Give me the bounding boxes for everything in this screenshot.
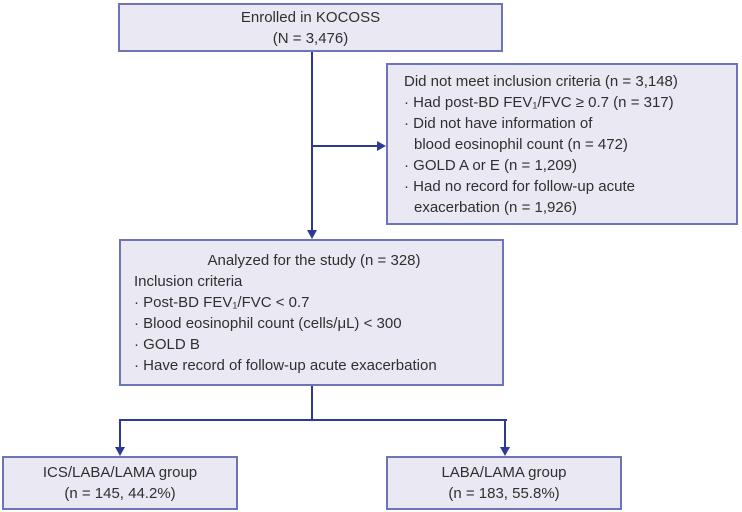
excluded-item: · Had post-BD FEV₁/FVC ≥ 0.7 (n = 317)	[404, 94, 674, 111]
box-analyzed: Analyzed for the study (n = 328) Inclusi…	[119, 239, 504, 386]
excluded-item: · Had no record for follow-up acute	[404, 178, 635, 195]
arrowhead-into-excluded-icon	[377, 141, 386, 151]
excluded-title: Did not meet inclusion criteria (n = 3,1…	[404, 73, 678, 90]
excluded-item: · GOLD A or E (n = 1,209)	[404, 157, 577, 174]
excluded-item-continuation: blood eosinophil count (n = 472)	[414, 136, 628, 153]
box-excluded: Did not meet inclusion criteria (n = 3,1…	[386, 63, 738, 225]
connector-to-right-group	[504, 419, 506, 448]
analyzed-item: · Post-BD FEV₁/FVC < 0.7	[134, 294, 310, 311]
analyzed-item: · Blood eosinophil count (cells/μL) < 30…	[134, 315, 402, 332]
analyzed-subtitle: Inclusion criteria	[134, 273, 243, 290]
group-right-title: LABA/LAMA group	[441, 464, 567, 481]
connector-analyzed-down	[311, 386, 313, 420]
group-right-count: (n = 183, 55.8%)	[448, 485, 560, 502]
analyzed-item: · Have record of follow-up acute exacerb…	[134, 357, 437, 374]
analyzed-item: · GOLD B	[134, 336, 200, 353]
connector-enrolled-to-analyzed	[311, 52, 313, 231]
group-left-count: (n = 145, 44.2%)	[64, 485, 176, 502]
analyzed-title: Analyzed for the study (n = 328)	[207, 252, 421, 269]
group-left-title: ICS/LABA/LAMA group	[42, 464, 198, 481]
box-group-laba-lama: LABA/LAMA group (n = 183, 55.8%)	[386, 456, 622, 510]
box-enrolled: Enrolled in KOCOSS (N = 3,476)	[118, 3, 503, 52]
arrowhead-into-right-group-icon	[500, 447, 510, 456]
connector-split-horizontal	[119, 419, 507, 421]
excluded-item: · Did not have information of	[404, 115, 593, 132]
enrolled-count: (N = 3,476)	[272, 29, 349, 47]
enrolled-title: Enrolled in KOCOSS	[240, 8, 381, 26]
arrowhead-into-analyzed-icon	[307, 230, 317, 239]
connector-branch-to-excluded	[312, 145, 377, 147]
box-group-ics-laba-lama: ICS/LABA/LAMA group (n = 145, 44.2%)	[2, 456, 238, 510]
excluded-item-continuation: exacerbation (n = 1,926)	[414, 199, 578, 216]
connector-to-left-group	[119, 419, 121, 448]
arrowhead-into-left-group-icon	[115, 447, 125, 456]
